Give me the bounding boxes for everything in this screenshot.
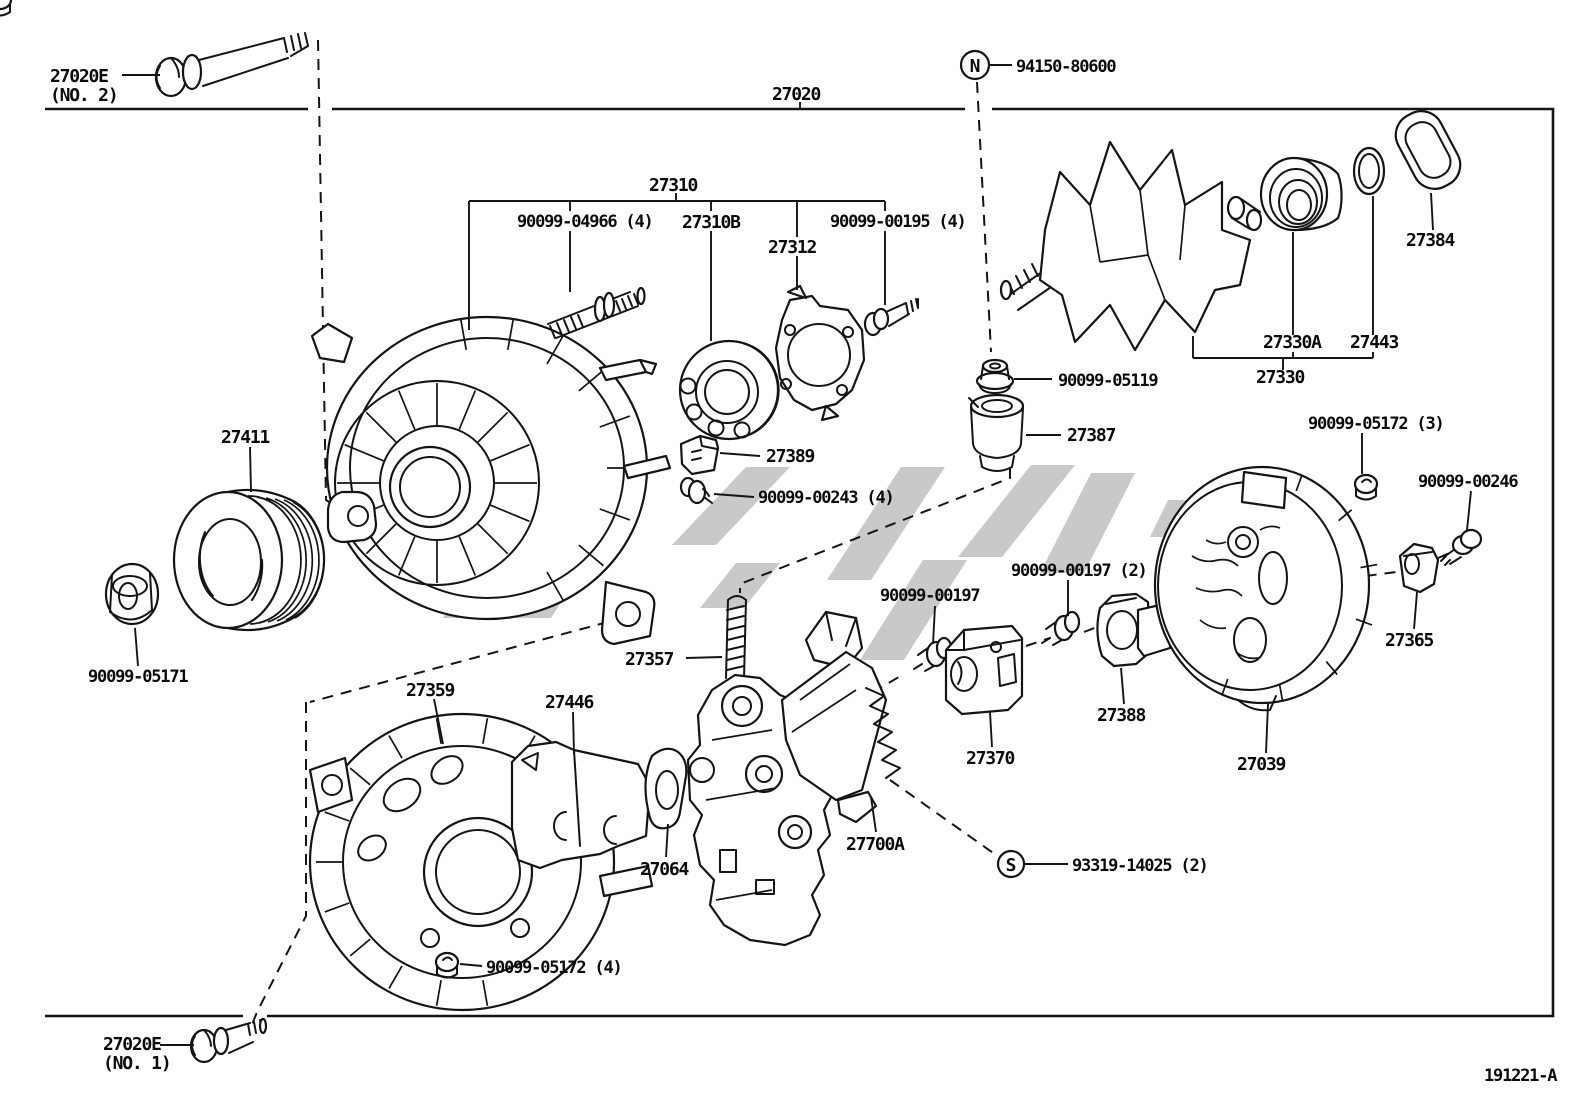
seal-boot-drawing bbox=[1394, 110, 1462, 190]
callout-regulator: 27700A bbox=[846, 834, 905, 855]
callout-bearing-ring: 27443 bbox=[1350, 332, 1399, 353]
callout-lead-terminal: 27365 bbox=[1385, 630, 1434, 651]
callout-screw-00197: 90099-00197 bbox=[880, 586, 979, 606]
stator-drive-end-assembly-drawing bbox=[310, 315, 672, 646]
lead-terminal-drawing bbox=[1398, 542, 1440, 594]
callout-rear-terminal-cover: 27388 bbox=[1097, 705, 1146, 726]
screw-00197-drawing bbox=[913, 636, 953, 672]
terminal-nut-drawing bbox=[975, 358, 1015, 394]
bracket-drawing bbox=[510, 740, 652, 870]
screw-00243-drawing bbox=[679, 476, 713, 505]
callout-screw-93319: 93319-14025 (2) bbox=[1072, 856, 1208, 876]
rotor-drawing bbox=[999, 140, 1263, 352]
bolt-00246-drawing bbox=[1440, 528, 1483, 566]
nut-05172-3-drawing bbox=[1353, 473, 1379, 501]
callout-screw-00243: 90099-00243 (4) bbox=[758, 488, 894, 508]
callout-rotor-bearing: 27330A bbox=[1263, 332, 1322, 353]
terminal-insulator-drawing bbox=[968, 393, 1025, 472]
screw-00197-2-drawing bbox=[1040, 610, 1081, 647]
small-nut-drawing bbox=[0, 0, 13, 17]
sheet-code: 191221-A bbox=[1484, 1066, 1557, 1086]
callout-bolt-no1: 27020E bbox=[103, 1034, 161, 1055]
callout-terminal-nut: 90099-05119 bbox=[1058, 371, 1158, 391]
rotor-bearing-drawing bbox=[1259, 156, 1343, 232]
callout-bearing-retainer: 27312 bbox=[768, 237, 817, 258]
callout-nut-05172-3: 90099-05172 (3) bbox=[1308, 414, 1444, 434]
bearing-retainer-drawing bbox=[774, 284, 866, 422]
through-bolt-no1-drawing bbox=[189, 1017, 268, 1064]
callout-nut-05172-4: 90099-05172 (4) bbox=[486, 958, 622, 978]
stud-bolt-drawing bbox=[547, 286, 646, 339]
pulley-drawing bbox=[172, 488, 326, 632]
callout-bolt-no2: 27020E bbox=[50, 66, 108, 87]
callout-pulley: 27411 bbox=[221, 427, 270, 448]
terminal-cover-drawing bbox=[679, 434, 720, 476]
callout-pulley-nut: 90099-05171 bbox=[88, 667, 188, 687]
callout-connector-cover: 27370 bbox=[966, 748, 1015, 769]
callout-rear-housing: 27359 bbox=[406, 680, 455, 701]
through-bolt-no2-drawing bbox=[154, 32, 309, 98]
callout-rotor: 27330 bbox=[1256, 367, 1305, 388]
callout-nut-n: 94150-80600 bbox=[1016, 57, 1116, 77]
callout-bolt-00195: 90099-00195 (4) bbox=[830, 212, 966, 232]
bearing-ring-drawing bbox=[1352, 146, 1386, 196]
bolt-00195-drawing bbox=[863, 298, 919, 337]
connector-cover-drawing bbox=[944, 624, 1024, 716]
callout-bracket: 27446 bbox=[545, 692, 594, 713]
marker-n: N bbox=[970, 56, 981, 77]
callout-alternator-assy: 27020 bbox=[772, 84, 821, 105]
frame-border bbox=[45, 107, 1555, 1018]
regulator-drawing bbox=[780, 610, 901, 824]
marker-s: S bbox=[1006, 855, 1017, 876]
callout-screw-00197-2: 90099-00197 (2) bbox=[1011, 561, 1147, 581]
callout-bolt-no2-sub: (NO. 2) bbox=[50, 85, 117, 106]
callout-front-bearing: 27310B bbox=[682, 212, 741, 233]
callout-terminal-cover: 27389 bbox=[766, 446, 815, 467]
callout-seal-boot: 27384 bbox=[1406, 230, 1456, 251]
callout-plate-washer: 27064 bbox=[640, 859, 690, 880]
leader-lines bbox=[122, 64, 1472, 1046]
pulley-nut-drawing bbox=[104, 562, 160, 626]
callout-bolt-00246: 90099-00246 bbox=[1418, 472, 1518, 492]
callout-bolt-no1-sub: (NO. 1) bbox=[103, 1053, 170, 1074]
callout-terminal-insulator: 27387 bbox=[1067, 425, 1116, 446]
callout-rear-end-cover: 27039 bbox=[1237, 754, 1286, 775]
callout-labels: 27020E (NO. 2) 27020 N 94150-80600 27310… bbox=[50, 56, 1558, 1086]
callout-brush-holder: 27357 bbox=[625, 649, 674, 670]
callout-stator-assy: 27310 bbox=[649, 175, 698, 196]
callout-stud-bolt: 90099-04966 (4) bbox=[517, 212, 653, 232]
plate-washer-drawing bbox=[644, 747, 688, 830]
front-bearing-drawing bbox=[678, 339, 780, 441]
rear-end-cover-drawing bbox=[1153, 465, 1378, 712]
